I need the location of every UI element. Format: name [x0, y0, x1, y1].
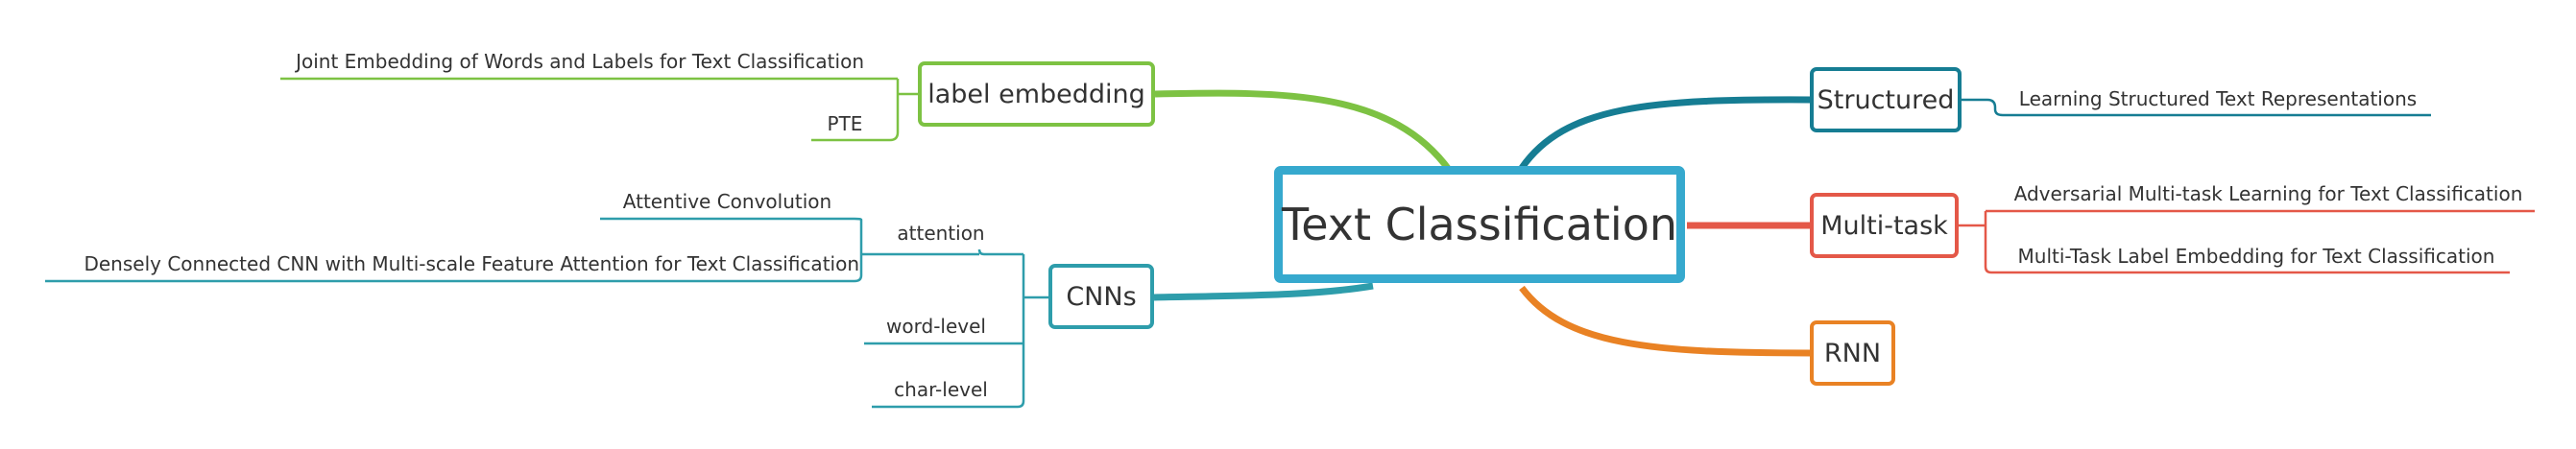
- topic-multitask[interactable]: Multi-task: [1810, 193, 1959, 258]
- structured-branch: [1962, 98, 2431, 117]
- subtopic-attention[interactable]: attention: [869, 222, 1013, 245]
- subtopic-learning-structured-label: Learning Structured Text Representations: [2018, 87, 2418, 110]
- subtopic-attention-label: attention: [897, 222, 985, 245]
- subtopic-char-level[interactable]: char-level: [869, 378, 1013, 401]
- root-topic-label: Text Classification: [1281, 199, 1678, 250]
- subtopic-word-level[interactable]: word-level: [864, 315, 1008, 338]
- subtopic-densely-connected-cnn[interactable]: Densely Connected CNN with Multi-scale F…: [48, 252, 859, 275]
- subtopic-pte-label: PTE: [827, 112, 863, 135]
- subtopic-learning-structured[interactable]: Learning Structured Text Representations: [2007, 87, 2429, 110]
- subtopic-attentive-convolution[interactable]: Attentive Convolution: [595, 190, 859, 213]
- topic-label-embedding-label: label embedding: [927, 79, 1145, 109]
- root-topic[interactable]: Text Classification: [1274, 166, 1685, 283]
- multitask-branch: [1959, 209, 2535, 274]
- topic-label-embedding[interactable]: label embedding: [918, 61, 1155, 127]
- cnns-branch: [45, 217, 1050, 409]
- link-root-label-embedding: [1154, 89, 1453, 174]
- subtopic-word-level-label: word-level: [886, 315, 986, 338]
- topic-cnns-label: CNNs: [1066, 281, 1137, 312]
- subtopic-char-level-label: char-level: [894, 378, 988, 401]
- subtopic-adversarial-multitask-label: Adversarial Multi-task Learning for Text…: [2013, 182, 2523, 205]
- subtopic-densely-connected-cnn-label: Densely Connected CNN with Multi-scale F…: [84, 252, 859, 275]
- subtopic-adversarial-multitask[interactable]: Adversarial Multi-task Learning for Text…: [2002, 182, 2535, 205]
- topic-structured-label: Structured: [1817, 84, 1955, 115]
- topic-cnns[interactable]: CNNs: [1048, 264, 1154, 329]
- subtopic-joint-embedding[interactable]: Joint Embedding of Words and Labels for …: [288, 50, 864, 73]
- subtopic-pte[interactable]: PTE: [811, 112, 879, 135]
- subtopic-attentive-convolution-label: Attentive Convolution: [622, 190, 832, 213]
- subtopic-multitask-label-embedding-label: Multi-Task Label Embedding for Text Clas…: [2017, 245, 2495, 268]
- topic-rnn-label: RNN: [1823, 338, 1882, 368]
- topic-structured[interactable]: Structured: [1810, 67, 1962, 132]
- topic-rnn[interactable]: RNN: [1810, 320, 1895, 386]
- topic-multitask-label: Multi-task: [1820, 210, 1948, 241]
- subtopic-joint-embedding-label: Joint Embedding of Words and Labels for …: [296, 50, 864, 73]
- link-root-structured: [1519, 96, 1813, 170]
- link-root-rnn: [1519, 285, 1813, 357]
- subtopic-multitask-label-embedding[interactable]: Multi-Task Label Embedding for Text Clas…: [2002, 245, 2511, 268]
- link-root-cnns: [1153, 282, 1374, 301]
- label-embedding-branch: [280, 77, 920, 142]
